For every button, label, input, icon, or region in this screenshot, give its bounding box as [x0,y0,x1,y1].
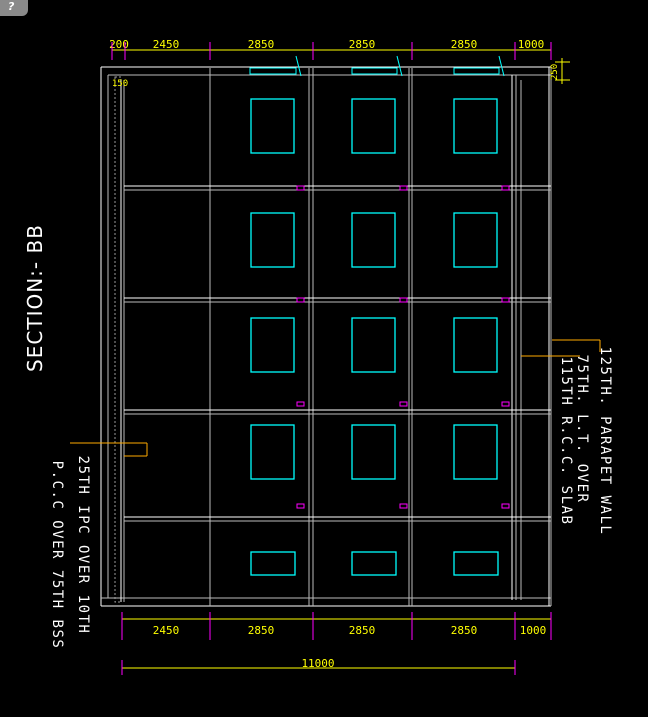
slab-tick-1-2 [501,297,510,303]
window-r1-c1 [351,212,396,268]
dim-top-2850-c: 2850 [451,38,478,51]
slab-tick-3-1 [399,503,408,509]
dim-bottom-2450: 2450 [153,624,180,637]
dimension-group: 200 2450 2850 2850 2850 1000 2450 2850 2… [70,38,601,675]
window-r4-c0 [250,551,296,576]
parapet-cap-2 [453,67,500,75]
window-r0-c0 [250,98,295,154]
section-title: SECTION:- BB [23,224,47,372]
slab-tick-1-1 [399,297,408,303]
dim-bottom-2850-b: 2850 [349,624,376,637]
dim-top-2850-a: 2850 [248,38,275,51]
help-button[interactable]: ? [0,0,28,16]
slab-tick-0-0 [296,185,305,191]
window-r1-c2 [453,212,498,268]
window-r2-c2 [453,317,498,373]
dim-top-200: 200 [109,38,129,51]
structure-lines [100,55,552,607]
window-r3-c0 [250,424,295,480]
note-rcc-slab: 115TH R.C.C. SLAB [558,356,574,526]
window-group [250,98,499,576]
window-r3-c2 [453,424,498,480]
window-r2-c1 [351,317,396,373]
slab-tick-2-1 [399,401,408,407]
left-wall-hatch [114,76,122,603]
dim-overall-11000: 11000 [301,657,334,670]
dim-top-2450: 2450 [153,38,180,51]
question-icon: ? [8,0,15,13]
slab-tick-0-2 [501,185,510,191]
window-r3-c1 [351,424,396,480]
note-lt-over: 75TH. L.T. OVER [574,354,590,504]
dim-top-1000: 1000 [518,38,545,51]
tick-group [296,185,510,509]
dim-bottom-1000: 1000 [520,624,547,637]
note-pcc: P.C.C OVER 75TH BSS [49,460,65,650]
note-ipc: 25TH IPC OVER 10TH [75,455,91,635]
slab-tick-1-0 [296,297,305,303]
slab-tick-3-2 [501,503,510,509]
dim-right-250: 250 [550,64,560,80]
parapet-cap-1 [351,67,398,75]
note-parapet-wall: 125TH. PARAPET WALL [597,346,613,536]
slab-tick-2-0 [296,401,305,407]
window-r1-c0 [250,212,295,268]
dim-bottom-2850-a: 2850 [248,624,275,637]
slab-tick-3-0 [296,503,305,509]
parapet-slope-2 [498,55,505,77]
window-r0-c1 [351,98,396,154]
dim-left-150: 150 [112,79,128,89]
parapet-cap-0 [249,67,297,75]
parapet-slope-0 [295,55,302,77]
window-r0-c2 [453,98,498,154]
window-r4-c2 [453,551,499,576]
window-r2-c0 [250,317,295,373]
slab-tick-0-1 [399,185,408,191]
window-r4-c1 [351,551,397,576]
parapet-slope-1 [396,55,403,77]
dim-bottom-2850-c: 2850 [451,624,478,637]
slab-tick-2-2 [501,401,510,407]
dim-top-2850-b: 2850 [349,38,376,51]
